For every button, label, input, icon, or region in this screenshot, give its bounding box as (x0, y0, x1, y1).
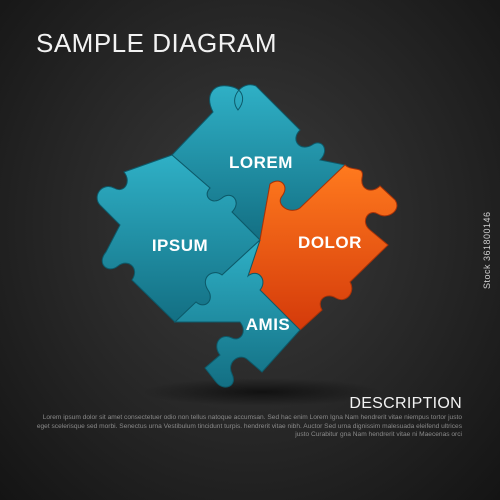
puzzle-piece-dolor (246, 164, 398, 331)
puzzle-piece-amis (173, 239, 301, 388)
diagram-title: SAMPLE DIAGRAM (36, 28, 278, 58)
piece-label-lorem: LOREM (229, 153, 293, 172)
piece-label-ipsum: IPSUM (152, 236, 208, 255)
stock-watermark: Stock 361800146 (482, 211, 492, 289)
description-text: Lorem ipsum dolor sit amet consectetuer … (36, 414, 462, 439)
puzzle-shadow (142, 378, 382, 406)
piece-label-dolor: DOLOR (298, 233, 362, 252)
description-title: DESCRIPTION (349, 395, 462, 412)
piece-label-amis: AMIS (246, 315, 291, 334)
